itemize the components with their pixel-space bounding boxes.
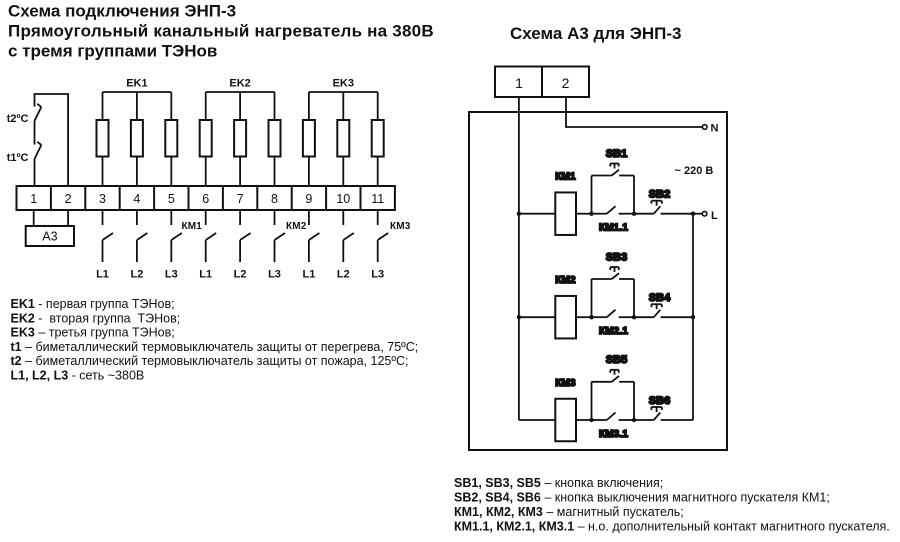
svg-text:КМ3: КМ3 (555, 378, 576, 389)
svg-text:1: 1 (30, 192, 37, 206)
svg-text:10: 10 (336, 192, 350, 206)
svg-text:t1 – биметаллический термовыкл: t1 – биметаллический термовыключатель за… (11, 340, 419, 354)
svg-text:А3: А3 (42, 230, 57, 244)
svg-text:EK2 - вторая группа ТЭНов;: EK2 - вторая группа ТЭНов; (11, 311, 181, 325)
svg-text:L2: L2 (130, 268, 143, 280)
svg-text:t1ºC: t1ºC (7, 152, 29, 164)
svg-text:SB5: SB5 (606, 354, 627, 366)
svg-text:9: 9 (305, 192, 312, 206)
svg-text:SB1: SB1 (606, 148, 627, 160)
svg-text:Схема А3 для ЭНП-3: Схема А3 для ЭНП-3 (510, 24, 681, 43)
svg-text:SB1, SB3, SB5 – кнопка включен: SB1, SB3, SB5 – кнопка включения; (454, 476, 663, 490)
svg-text:с тремя группами ТЭНов: с тремя группами ТЭНов (8, 42, 217, 61)
svg-text:КМ3.1: КМ3.1 (599, 429, 628, 440)
svg-text:L1: L1 (96, 268, 109, 280)
svg-text:EK2: EK2 (229, 78, 250, 90)
svg-text:EK1: EK1 (126, 78, 147, 90)
svg-text:L1: L1 (302, 268, 315, 280)
svg-text:КМ2.1: КМ2.1 (599, 326, 628, 337)
svg-text:КМ1, КМ2, КМ3 – магнитный пуск: КМ1, КМ2, КМ3 – магнитный пускатель; (454, 505, 684, 519)
svg-text:КМ1.1: КМ1.1 (599, 223, 628, 234)
svg-text:Схема подключения ЭНП-3: Схема подключения ЭНП-3 (8, 2, 236, 21)
svg-text:SB4: SB4 (649, 292, 671, 304)
svg-text:EK3 – третья группа ТЭНов;: EK3 – третья группа ТЭНов; (11, 326, 175, 340)
svg-text:КМ2: КМ2 (555, 275, 576, 286)
svg-text:L3: L3 (268, 268, 281, 280)
svg-text:Прямоугольный канальный нагрев: Прямоугольный канальный нагреватель на 3… (8, 22, 434, 41)
svg-text:3: 3 (99, 192, 106, 206)
svg-text:L3: L3 (371, 268, 384, 280)
svg-text:EK3: EK3 (333, 78, 354, 90)
svg-text:7: 7 (237, 192, 244, 206)
svg-text:2: 2 (562, 75, 570, 91)
svg-text:КМ1: КМ1 (182, 221, 203, 232)
svg-text:N: N (711, 123, 719, 135)
svg-text:6: 6 (202, 192, 209, 206)
svg-text:L3: L3 (165, 268, 178, 280)
svg-text:L1, L2, L3 - сеть ~380В: L1, L2, L3 - сеть ~380В (11, 369, 145, 383)
svg-text:КМ1: КМ1 (555, 172, 576, 183)
svg-text:t2 – биметаллический термовыкл: t2 – биметаллический термовыключатель за… (11, 354, 409, 368)
svg-text:L2: L2 (337, 268, 350, 280)
svg-text:SB2, SB4, SB6 – кнопка выключе: SB2, SB4, SB6 – кнопка выключения магнит… (454, 491, 830, 505)
svg-text:11: 11 (371, 192, 384, 206)
svg-text:SB3: SB3 (606, 251, 627, 263)
svg-text:L: L (711, 210, 718, 222)
svg-text:L2: L2 (234, 268, 247, 280)
svg-text:1: 1 (515, 75, 523, 91)
svg-text:КМ3: КМ3 (390, 221, 411, 232)
svg-text:2: 2 (65, 192, 72, 206)
svg-text:SB2: SB2 (649, 189, 670, 201)
svg-text:~ 220 В: ~ 220 В (675, 165, 714, 177)
svg-text:t2ºC: t2ºC (7, 113, 29, 125)
svg-text:SB6: SB6 (649, 395, 670, 407)
svg-text:КМ1.1, КМ2.1, КМ3.1 – н.о. доп: КМ1.1, КМ2.1, КМ3.1 – н.о. дополнительны… (454, 520, 890, 534)
svg-text:EK1 - первая группа ТЭНов;: EK1 - первая группа ТЭНов; (11, 297, 175, 311)
svg-text:4: 4 (133, 192, 140, 206)
svg-text:5: 5 (168, 192, 175, 206)
svg-text:L1: L1 (199, 268, 212, 280)
svg-text:КМ2: КМ2 (286, 221, 307, 232)
svg-text:8: 8 (271, 192, 278, 206)
